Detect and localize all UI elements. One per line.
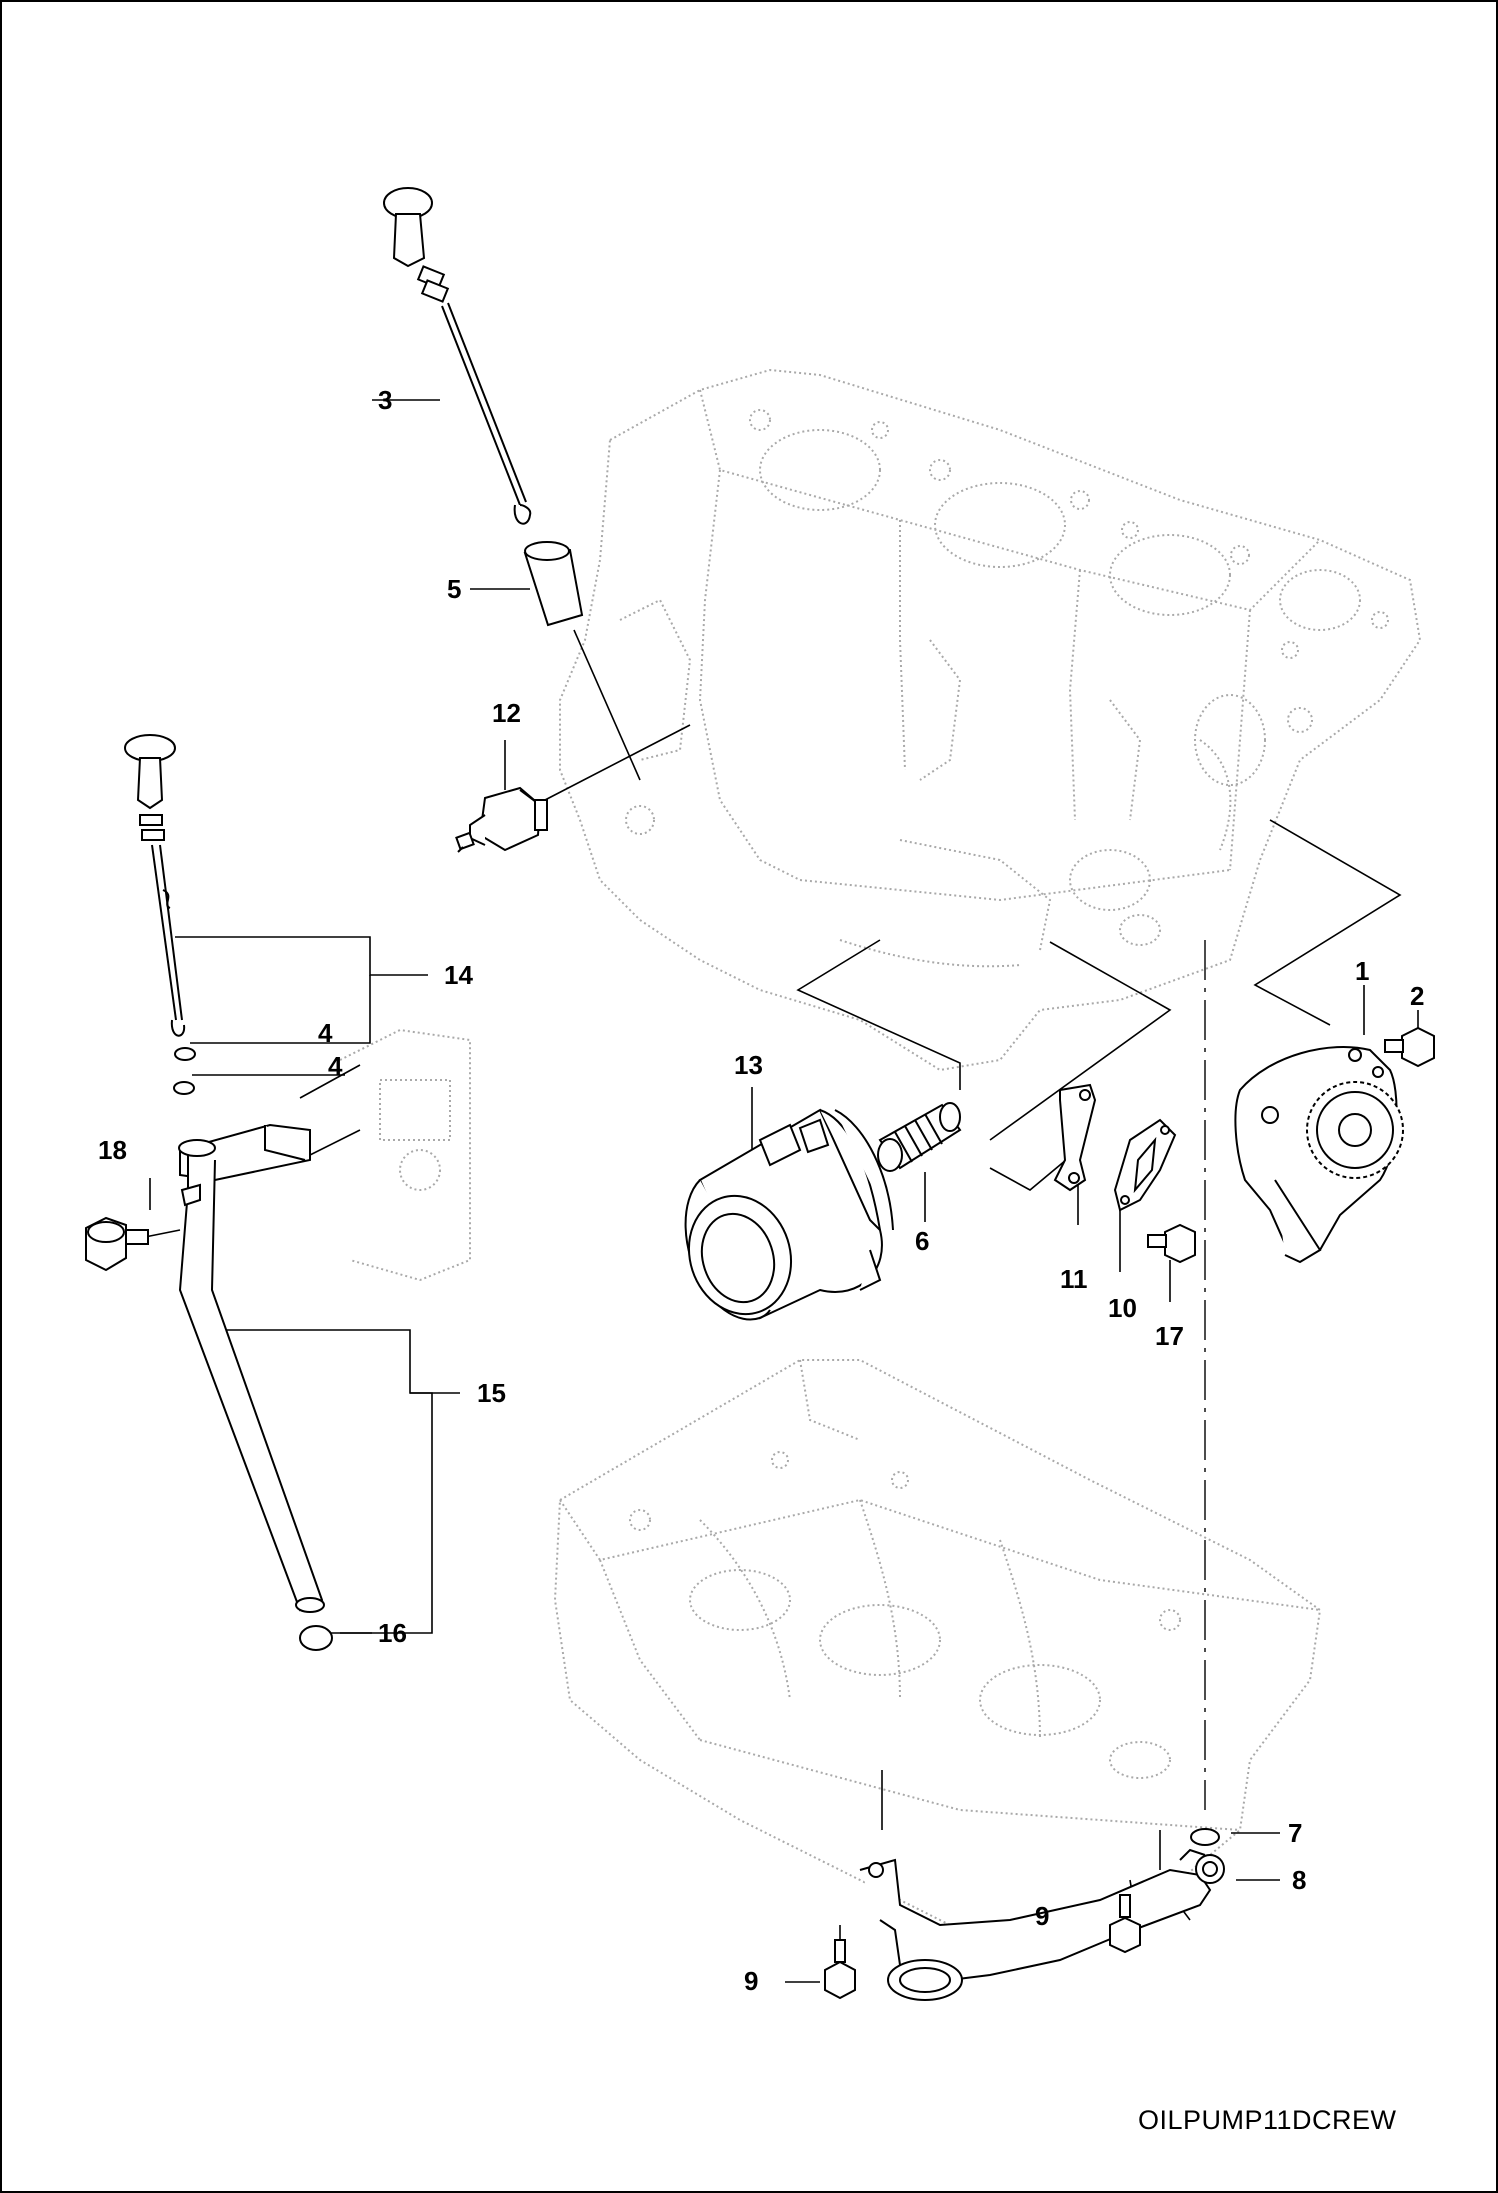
callout-9b: 9: [744, 1966, 759, 1996]
callout-4b: 4: [328, 1051, 343, 1081]
bolt-icon: [824, 1894, 1141, 2000]
callout-1: 1: [1355, 956, 1370, 986]
dipstick-icon: [383, 187, 532, 525]
callout-7: 7: [1288, 1818, 1303, 1848]
callout-9a: 9: [1035, 1901, 1050, 1931]
bolt-icon: [85, 1216, 149, 1272]
leader-lines: [139, 399, 1419, 1983]
drawing-code: OILPUMP11DCREW: [1138, 2105, 1397, 2135]
dipstick-icon: [124, 734, 186, 1037]
callout-3: 3: [378, 385, 393, 415]
callout-13: 13: [734, 1050, 763, 1080]
callout-11: 11: [1060, 1264, 1088, 1294]
bolt-icon: [1384, 1026, 1435, 1068]
dipstick-tube-icon: [523, 541, 584, 627]
dipstick-tube-icon: [178, 1123, 325, 1613]
oil-filter-icon: [684, 1108, 894, 1321]
bolt-icon: [1147, 1223, 1196, 1264]
callout-8: 8: [1292, 1865, 1307, 1895]
callout-5: 5: [447, 574, 462, 604]
callout-2: 2: [1410, 981, 1425, 1011]
callout-17: 17: [1155, 1321, 1184, 1351]
callout-16: 16: [378, 1618, 407, 1648]
o-ring-icon: [174, 1047, 196, 1061]
engine-block-icon: [559, 368, 1422, 1072]
oil-pressure-switch-icon: [455, 786, 548, 853]
callout-12: 12: [492, 698, 521, 728]
o-ring-icon: [173, 1081, 195, 1095]
oil-pan-icon: [553, 1359, 1322, 1932]
callout-10: 10: [1108, 1293, 1137, 1323]
callout-14: 14: [444, 960, 473, 990]
callout-18: 18: [98, 1135, 127, 1165]
oil-pump-icon: [1234, 1046, 1404, 1264]
engine-block-icon: [339, 1028, 471, 1282]
oil-filter-icon: [877, 1102, 962, 1172]
callout-6: 6: [915, 1226, 930, 1256]
callout-15: 15: [477, 1378, 506, 1408]
oil-strainer-icon: [859, 1828, 1225, 2001]
gasket-icon: [1053, 1083, 1177, 1212]
o-ring-icon: [299, 1625, 333, 1651]
callout-4a: 4: [318, 1018, 333, 1048]
